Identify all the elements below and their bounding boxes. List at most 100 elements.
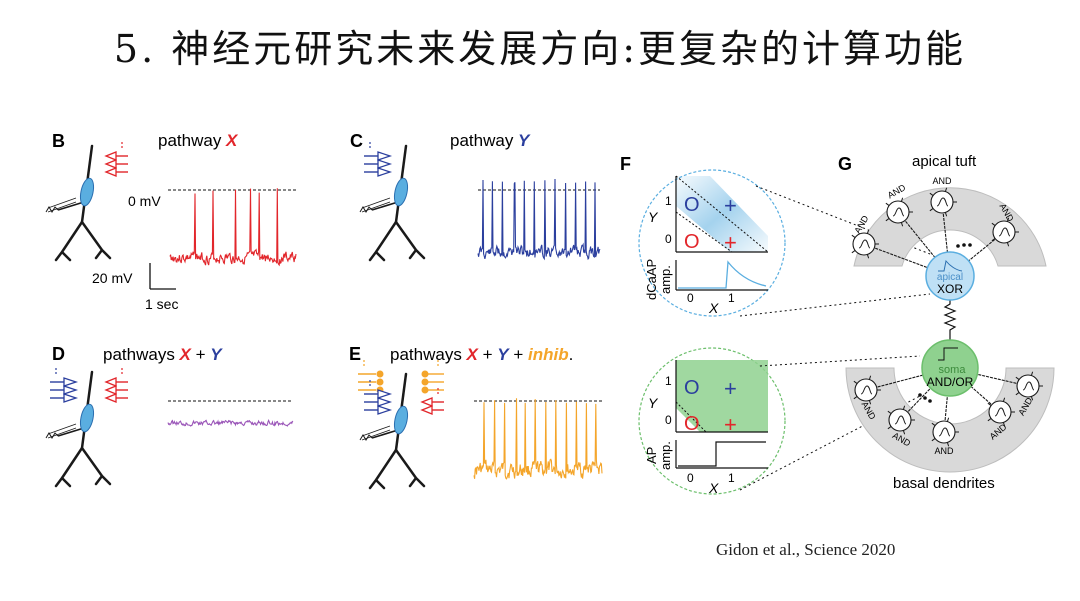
panel-b-letter: B [52, 131, 65, 151]
scale-bar: 20 mV 1 sec [92, 263, 178, 312]
f-top-o-top: O [684, 194, 700, 216]
panel-e-title-x: X [466, 345, 480, 364]
ap-step-curve [678, 441, 766, 467]
panel-b-title: pathway X [158, 131, 239, 150]
f-bottom-x-tick-0: 0 [687, 471, 694, 485]
scale-bar-mv: 20 mV [92, 270, 133, 286]
panel-f: F Y 1 0 O + O + dCaAP amp [620, 154, 931, 496]
panel-e-title-inhib: inhib [528, 345, 569, 364]
panel-b-zero-label: 0 mV [128, 193, 161, 209]
panel-d-trace [167, 418, 294, 427]
panel-c-title-prefix: pathway [450, 131, 518, 150]
f-top-x-axis: X [708, 300, 719, 316]
panel-d: D pathways X + Y [45, 344, 294, 488]
f-top-y-axis: Y [648, 209, 659, 225]
panel-d-title-plus: + [191, 345, 210, 364]
panel-g-letter: G [838, 154, 852, 174]
apical-node-bottom: XOR [937, 282, 963, 296]
panel-c-title: pathway Y [450, 131, 531, 150]
synapse-icon-red [420, 386, 444, 415]
panel-e: E pathways X + Y + inhib. [349, 344, 603, 490]
soma-node-waveform [938, 347, 958, 361]
panel-c-neuron [359, 140, 426, 262]
panel-g: G apical tuft basal dendrites AND AND AND A… [838, 153, 1055, 492]
neuron-icon [45, 144, 112, 262]
f-bottom-tick-0: 0 [665, 413, 672, 427]
neuron-icon [45, 370, 112, 488]
or-region [676, 360, 768, 432]
f-top-tick-0: 0 [665, 232, 672, 246]
f-bottom-y-axis: Y [648, 395, 659, 411]
and-label: AND [886, 182, 908, 200]
f-top-tick-1: 1 [665, 194, 672, 208]
soma-node-bottom: AND/OR [927, 375, 974, 389]
f-top-plus-bottom: + [724, 230, 737, 255]
f-bottom-x-axis: X [708, 480, 719, 496]
panel-d-neuron [45, 366, 128, 488]
basal-dendrites-label: basal dendrites [893, 475, 995, 492]
panel-f-top-plot: Y 1 0 O + O + dCaAP amp. 0 1 X [644, 175, 769, 316]
synapse-icon-blue [50, 366, 79, 403]
panel-c-trace [477, 178, 601, 261]
f-bottom-x-tick-1: 1 [728, 471, 735, 485]
panel-c-title-var: Y [518, 131, 531, 150]
scale-bar-time: 1 sec [145, 296, 178, 312]
f-top-o-bottom: O [684, 231, 700, 253]
panel-e-trace [473, 398, 603, 480]
ellipsis-basal [918, 393, 932, 403]
f-bottom-tick-1: 1 [665, 374, 672, 388]
f-top-x-tick-1: 1 [728, 291, 735, 305]
f-bottom-plus-bottom: + [724, 412, 737, 437]
panel-e-letter: E [349, 344, 361, 364]
f-bottom-o-top: O [684, 377, 700, 399]
dendrite-unit: AND [931, 367, 959, 456]
f-bottom-o-bottom: O [684, 413, 700, 435]
f-top-amp-2: amp. [658, 265, 673, 294]
panel-f-bottom-plot: Y 1 0 O + O + AP amp. 0 1 X [644, 360, 768, 496]
and-label: AND [932, 176, 952, 186]
f-bottom-amp-1: AP [644, 447, 659, 464]
neuron-icon [359, 144, 426, 262]
synapse-icon-orange-right [421, 358, 444, 394]
citation: Gidon et al., Science 2020 [716, 540, 896, 559]
panel-d-letter: D [52, 344, 65, 364]
panel-e-title-y: Y [497, 345, 510, 364]
f-top-plus-top: + [724, 193, 737, 218]
synapse-icon-orange [358, 358, 384, 394]
synapse-icon-blue [364, 140, 393, 177]
apical-tuft-label: apical tuft [912, 153, 977, 170]
panel-f-letter: F [620, 154, 631, 174]
and-label: AND [934, 446, 954, 456]
apical-soma-spring [943, 298, 957, 340]
panel-e-title-suffix: . [569, 345, 574, 364]
f-bottom-amp-2: amp. [658, 441, 673, 470]
panel-e-title-prefix: pathways [390, 345, 467, 364]
neuron-icon [359, 372, 426, 490]
panel-e-title: pathways X + Y + inhib. [390, 345, 573, 364]
soma-andor-node [921, 339, 979, 397]
panel-d-title-x: X [179, 345, 193, 364]
panel-d-title-y: Y [210, 345, 223, 364]
synapse-icon-red [104, 140, 128, 177]
dcaap-curve [678, 260, 767, 289]
panel-d-title: pathways X + Y [103, 345, 223, 364]
panel-f-bottom-circle [638, 347, 786, 495]
f-bottom-plus-top: + [724, 376, 737, 401]
apical-node-top: apical [937, 272, 963, 283]
panel-b-trace [169, 188, 297, 267]
f-top-x-tick-0: 0 [687, 291, 694, 305]
panel-d-title-prefix: pathways [103, 345, 180, 364]
panel-f-top-circle [638, 169, 786, 317]
panel-e-neuron [358, 358, 444, 490]
basal-arc [845, 367, 1055, 473]
synapse-icon-red [104, 366, 128, 403]
panel-e-title-plus: + [478, 345, 497, 364]
f-top-amp-1: dCaAP [644, 259, 659, 300]
soma-node-top: soma [939, 364, 967, 376]
panel-b: B pathway X 0 mV 20 mV 1 sec [45, 131, 297, 312]
slide-title: 5. 神经元研究未来发展方向:更复杂的计算功能 [113, 27, 967, 71]
panel-b-title-prefix: pathway [158, 131, 226, 150]
apical-node-waveform [938, 259, 963, 272]
